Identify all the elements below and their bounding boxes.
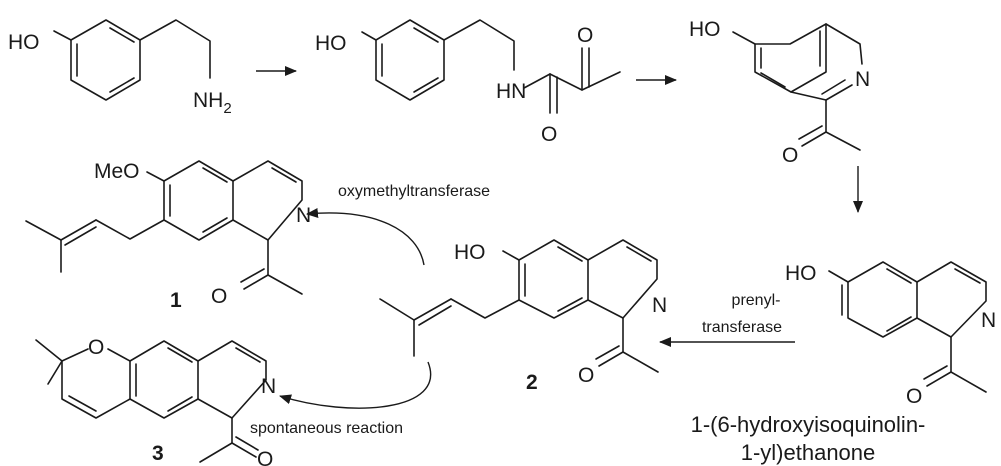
carbonyl-o-label: O (257, 448, 273, 466)
reaction-label-spontaneous: spontaneous reaction (250, 420, 403, 437)
carbonyl-o-label: O (906, 385, 922, 408)
molecule-compound-3: O N O 3 (35, 336, 276, 466)
molecule-compound-2: HO N O 2 (379, 239, 667, 394)
ring-n-label: N (296, 204, 311, 227)
compound-number-3: 3 (152, 442, 164, 465)
ketone-o-label: O (577, 24, 593, 47)
molecule-pyruvamide: HO HN O O (315, 19, 621, 146)
carbonyl-o-label: O (578, 364, 594, 387)
molecule-dihydroisoquinoline: HO N O (689, 18, 870, 167)
ring-n-label: N (855, 68, 870, 91)
compound-number-1: 1 (170, 289, 182, 312)
carbonyl-o-label: O (782, 144, 798, 167)
enzyme-label-prenyl-line-2: transferase (702, 319, 782, 336)
enzyme-label-oxymethyl: oxymethyltransferase (338, 183, 490, 200)
molecule-starting-amine: HO NH2 (8, 19, 232, 117)
carbonyl-o-label: O (211, 285, 227, 308)
arrow-oxymethyltransferase (306, 208, 425, 266)
methoxy-label: MeO (94, 160, 140, 183)
hydroxyl-label: HO (689, 18, 721, 41)
amide-nh-label: HN (496, 80, 526, 103)
compound-name-line-2: 1-yl)ethanone (741, 440, 876, 465)
hydroxyl-label: HO (785, 262, 817, 285)
pyran-o-label: O (88, 336, 104, 359)
compound-name-line-1: 1-(6-hydroxyisoquinolin- (691, 412, 926, 437)
hydroxyl-label: HO (454, 241, 486, 264)
carbonyl-o-label: O (541, 123, 557, 146)
ring-n-label: N (652, 294, 667, 317)
ring-n-label: N (981, 309, 996, 332)
hydroxyl-label: HO (315, 32, 347, 55)
ring-n-label: N (261, 375, 276, 398)
amine-label: NH2 (193, 89, 232, 117)
hydroxyl-label: HO (8, 31, 40, 54)
molecule-hydroxyisoquinoline-ethanone: HO N O 1-(6-hydroxyisoquinolin- 1-yl)eth… (691, 261, 996, 465)
arrow-spontaneous-reaction (279, 361, 432, 409)
molecule-compound-1: MeO N O 1 (25, 160, 311, 312)
compound-number-2: 2 (526, 371, 538, 394)
enzyme-label-prenyl-line-1: prenyl- (732, 292, 781, 309)
